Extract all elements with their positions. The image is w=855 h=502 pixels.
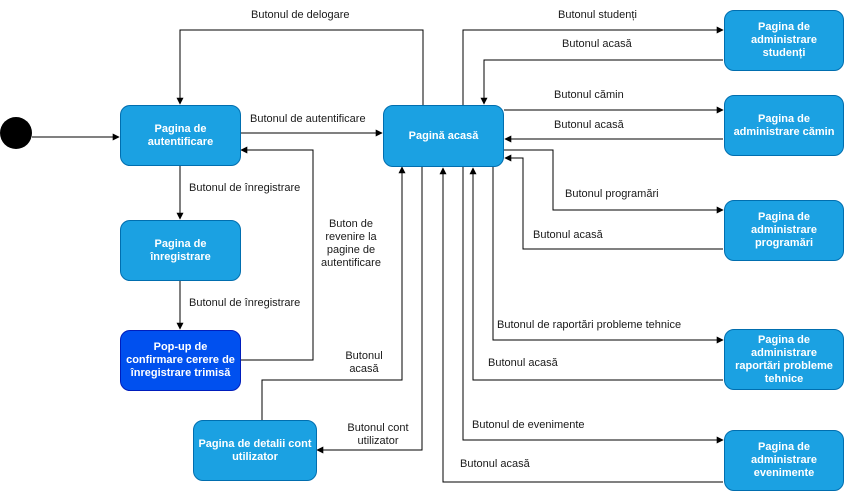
edge-raportari-acasa <box>469 167 723 381</box>
node-admin-camin[interactable]: Pagina de administrare cămin <box>724 95 844 156</box>
label-acasa-detalii: Butonul acasă <box>345 350 383 375</box>
edge-detalii-acasa <box>261 166 406 420</box>
label-raportari-acasa: Butonul acasă <box>488 357 558 369</box>
node-inregistrare[interactable]: Pagina de înregistrare <box>120 220 241 281</box>
label-evenimente: Butonul de evenimente <box>472 419 585 431</box>
label-studenti: Butonul studenți <box>558 9 637 21</box>
label-programari-acasa: Butonul acasă <box>533 229 603 241</box>
label-programari: Butonul programări <box>565 188 659 200</box>
label-raportari: Butonul de raportări probleme tehnice <box>497 319 682 331</box>
edge-raportari <box>492 167 724 344</box>
node-admin-raportari[interactable]: Pagina de administrare raportări problem… <box>724 329 844 390</box>
label-autentificare: Butonul de autentificare <box>250 113 366 125</box>
edge-delogare <box>176 29 424 105</box>
edge-programari <box>504 149 724 214</box>
edge-studenti <box>462 26 724 105</box>
node-detalii-cont[interactable]: Pagina de detalii cont utilizator <box>193 420 317 481</box>
node-autentificare[interactable]: Pagina de autentificare <box>120 105 241 166</box>
edge-evenimente-acasa <box>439 167 723 483</box>
initial-state <box>0 117 32 149</box>
edge-cont-utilizator <box>316 167 423 454</box>
node-admin-programari[interactable]: Pagina de administrare programări <box>724 200 844 261</box>
label-revenire: Buton de revenire la pagine de autentifi… <box>321 218 381 269</box>
edge-programari-acasa <box>504 154 723 250</box>
label-camin-acasa: Butonul acasă <box>554 119 624 131</box>
label-evenimente-acasa: Butonul acasă <box>460 458 530 470</box>
label-inregistrare-1: Butonul de înregistrare <box>189 182 301 194</box>
label-delogare: Butonul de delogare <box>251 9 350 21</box>
edge-revenire <box>240 146 314 361</box>
node-pagina-acasa[interactable]: Pagină acasă <box>383 105 504 167</box>
label-inregistrare-2: Butonul de înregistrare <box>189 297 301 309</box>
node-admin-studenti[interactable]: Pagina de administrare studenți <box>724 10 844 71</box>
label-studenti-acasa: Butonul acasă <box>562 38 632 50</box>
label-cont-utilizator: Butonul cont utilizator <box>347 422 409 447</box>
node-popup-confirmare[interactable]: Pop-up de confirmare cerere de înregistr… <box>120 330 241 391</box>
label-camin: Butonul cămin <box>554 89 624 101</box>
edge-studenti-acasa <box>480 59 723 105</box>
edge-evenimente <box>462 167 724 444</box>
node-admin-evenimente[interactable]: Pagina de administrare evenimente <box>724 430 844 491</box>
